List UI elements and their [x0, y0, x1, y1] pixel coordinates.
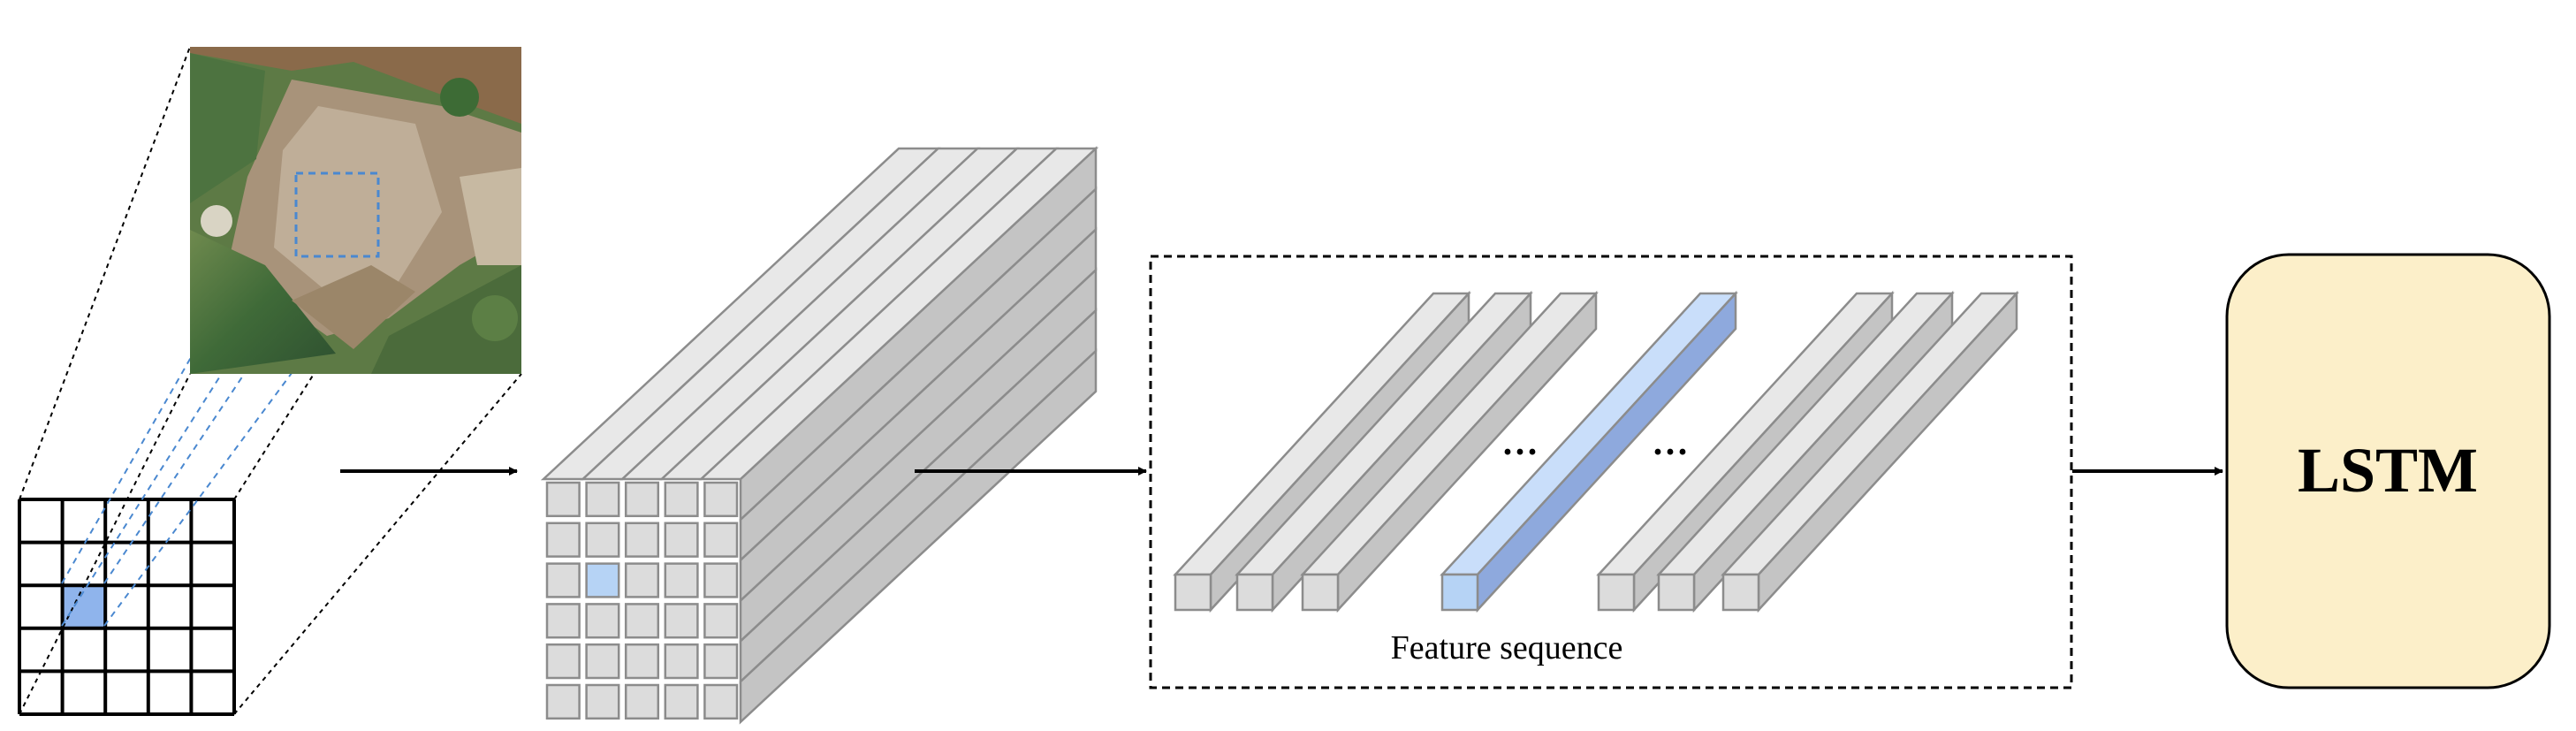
input-grid	[18, 498, 236, 716]
feature-map-front-cell	[545, 603, 581, 639]
feature-sequence-label: Feature sequence	[1391, 629, 1623, 666]
prism-front-face	[1235, 573, 1274, 612]
feature-map-front-cell	[585, 603, 620, 639]
feature-map-front-cell	[664, 603, 699, 639]
feature-map-front-cell	[703, 643, 739, 680]
feature-map-front-cell	[703, 683, 739, 720]
prism-front-face	[1174, 573, 1212, 612]
feature-map-front-cell	[545, 683, 581, 720]
feature-map-front-cell	[664, 522, 699, 558]
feature-map-front-cell	[624, 643, 660, 680]
feature-map-front-cell	[624, 481, 660, 518]
feature-map-front-cell	[664, 643, 699, 680]
feature-map-front-cell	[703, 562, 739, 598]
feature-map-front-cell	[545, 481, 581, 518]
sequence-prism	[1173, 290, 1471, 613]
sequence-prism	[1721, 290, 2019, 613]
lstm-label: LSTM	[2298, 435, 2478, 506]
feature-map-top-cell	[698, 147, 1099, 481]
feature-map-front-cell	[624, 562, 660, 598]
feature-sequence-prisms	[1173, 290, 2019, 613]
prism-front-face	[1721, 573, 1760, 612]
feature-map-front-cell	[585, 683, 620, 720]
feature-map-front-cell	[624, 522, 660, 558]
feature-map-front-cell	[624, 603, 660, 639]
sequence-prism	[1300, 290, 1599, 613]
feature-map-front-cell	[664, 562, 699, 598]
prism-front-face	[1657, 573, 1696, 612]
prism-front-face	[1301, 573, 1340, 612]
feature-map-front-cell	[545, 522, 581, 558]
feature-map-front-cell	[703, 603, 739, 639]
feature-map-front-cell	[624, 683, 660, 720]
sequence-prism-highlight	[1440, 290, 1738, 613]
prism-front-face	[1597, 573, 1636, 612]
lstm-box	[2225, 253, 2551, 689]
feature-map-front-cell	[585, 643, 620, 680]
feature-map-front-cell	[703, 481, 739, 518]
feature-map-front-cell	[545, 643, 581, 680]
feature-map-front-cell	[703, 522, 739, 558]
feature-map-front-cell	[664, 481, 699, 518]
ellipsis-left: ···	[1501, 432, 1539, 473]
feature-map-block	[540, 146, 1099, 725]
feature-map-front-cell	[585, 481, 620, 518]
feature-map-front-cell	[664, 683, 699, 720]
ellipsis-right: ···	[1652, 432, 1689, 473]
aerial-image-patch	[190, 47, 521, 374]
feature-map-highlight-cell	[585, 562, 620, 598]
prism-front-face	[1440, 573, 1479, 612]
feature-map-front-cell	[585, 522, 620, 558]
feature-map-front-cell	[545, 562, 581, 598]
